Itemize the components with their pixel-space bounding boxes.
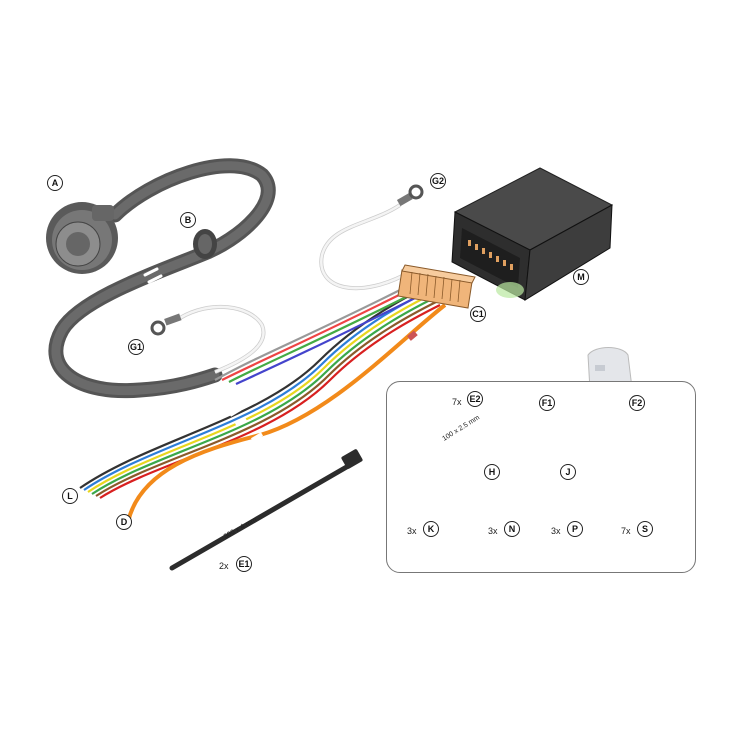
cable-tie-e1-icon [169,449,363,571]
label-e1: E1 [236,556,252,572]
ground-wire-g2 [319,184,424,291]
label-m: M [573,269,589,285]
label-g1: G1 [128,339,144,355]
qty-e1: 2x [219,561,229,571]
label-f1: F1 [539,395,555,411]
ground-wire-g1 [150,304,266,374]
orange-wire-d [126,303,447,523]
small-parts-panel [386,381,696,573]
label-j: J [560,464,576,480]
label-a: A [47,175,63,191]
label-s: S [637,521,653,537]
label-n: N [504,521,520,537]
socket-a-icon [46,202,118,274]
qty-e2: 7x [452,397,462,407]
label-f2: F2 [629,395,645,411]
qty-k: 3x [407,526,417,536]
label-p: P [567,521,583,537]
label-h: H [484,464,500,480]
label-c1: C1 [470,306,486,322]
qty-p: 3x [551,526,561,536]
control-module-m-icon [451,167,614,301]
label-l: L [62,488,78,504]
label-b: B [180,212,196,228]
label-d: D [116,514,132,530]
label-e2: E2 [467,391,483,407]
main-cable [48,158,276,399]
grommet-b-icon [193,229,217,259]
wire-bundle-l [79,284,441,499]
label-k: K [423,521,439,537]
label-g2: G2 [430,173,446,189]
connector-c1-icon [397,264,476,309]
qty-s: 7x [621,526,631,536]
qty-n: 3x [488,526,498,536]
